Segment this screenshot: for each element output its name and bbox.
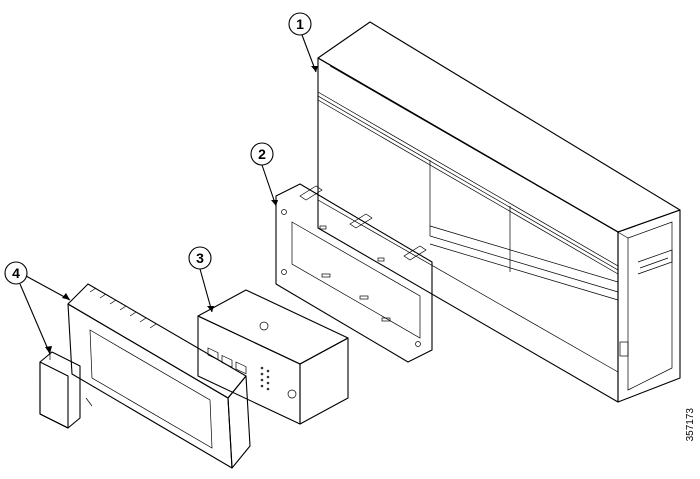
callout-2-label: 2 — [258, 146, 266, 162]
figure-id: 357173 — [685, 407, 696, 441]
callout-3: 3 — [188, 246, 214, 313]
callout-1-label: 1 — [296, 16, 304, 32]
end-cap — [39, 351, 93, 429]
callout-4: 4 — [4, 261, 71, 355]
mounting-plate — [275, 183, 433, 363]
bezel-cover — [67, 283, 251, 469]
callout-4-label: 4 — [12, 265, 20, 281]
callout-2: 2 — [250, 142, 278, 207]
raceway-duct — [317, 21, 681, 403]
switch-module — [197, 289, 349, 425]
callout-3-label: 3 — [196, 250, 204, 266]
callout-1: 1 — [288, 12, 318, 73]
